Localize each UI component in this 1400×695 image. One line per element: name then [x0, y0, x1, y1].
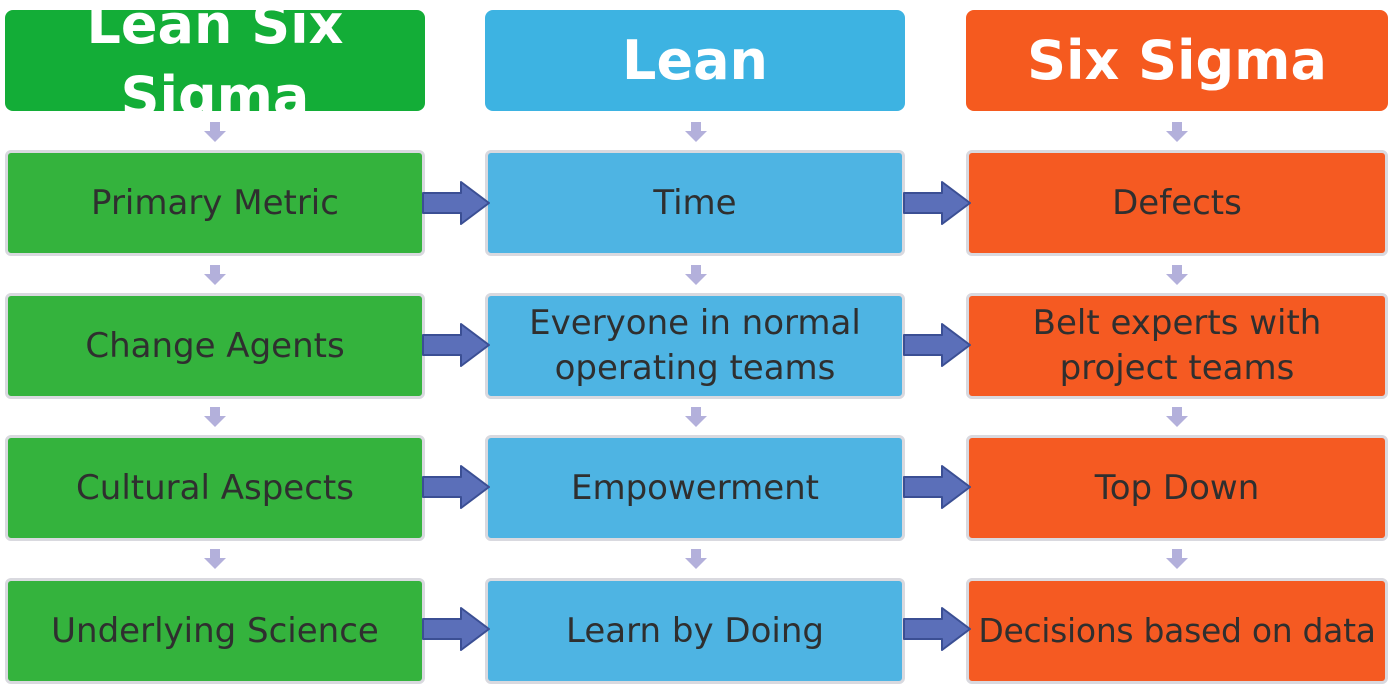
right-arrow-icon — [902, 322, 972, 368]
right-arrow-icon — [421, 322, 491, 368]
right-arrow-icon — [902, 180, 972, 226]
down-arrow-icon — [1166, 265, 1188, 285]
category-box-primary-metric: Primary Metric — [5, 150, 425, 256]
category-box-change-agents: Change Agents — [5, 293, 425, 399]
down-arrow-icon — [685, 549, 707, 569]
down-arrow-icon — [685, 122, 707, 142]
down-arrow-icon — [1166, 407, 1188, 427]
right-arrow-icon — [421, 464, 491, 510]
lean-box-empowerment: Empowerment — [485, 435, 905, 541]
lean-box-learn-by-doing: Learn by Doing — [485, 578, 905, 684]
down-arrow-icon — [204, 549, 226, 569]
header-lean: Lean — [485, 10, 905, 111]
header-lean-six-sigma: Lean Six Sigma — [5, 0, 425, 128]
six-sigma-box-defects: Defects — [966, 150, 1388, 256]
six-sigma-box-decisions: Decisions based on data — [966, 578, 1388, 684]
right-arrow-icon — [421, 606, 491, 652]
down-arrow-icon — [204, 407, 226, 427]
category-box-underlying-science: Underlying Science — [5, 578, 425, 684]
down-arrow-icon — [685, 265, 707, 285]
lean-box-everyone: Everyone in normal operating teams — [485, 293, 905, 399]
category-box-cultural-aspects: Cultural Aspects — [5, 435, 425, 541]
right-arrow-icon — [421, 180, 491, 226]
down-arrow-icon — [204, 265, 226, 285]
lean-box-time: Time — [485, 150, 905, 256]
down-arrow-icon — [204, 122, 226, 142]
six-sigma-box-top-down: Top Down — [966, 435, 1388, 541]
right-arrow-icon — [902, 606, 972, 652]
down-arrow-icon — [685, 407, 707, 427]
six-sigma-box-belt-experts: Belt experts with project teams — [966, 293, 1388, 399]
down-arrow-icon — [1166, 122, 1188, 142]
right-arrow-icon — [902, 464, 972, 510]
header-six-sigma: Six Sigma — [966, 10, 1388, 111]
down-arrow-icon — [1166, 549, 1188, 569]
